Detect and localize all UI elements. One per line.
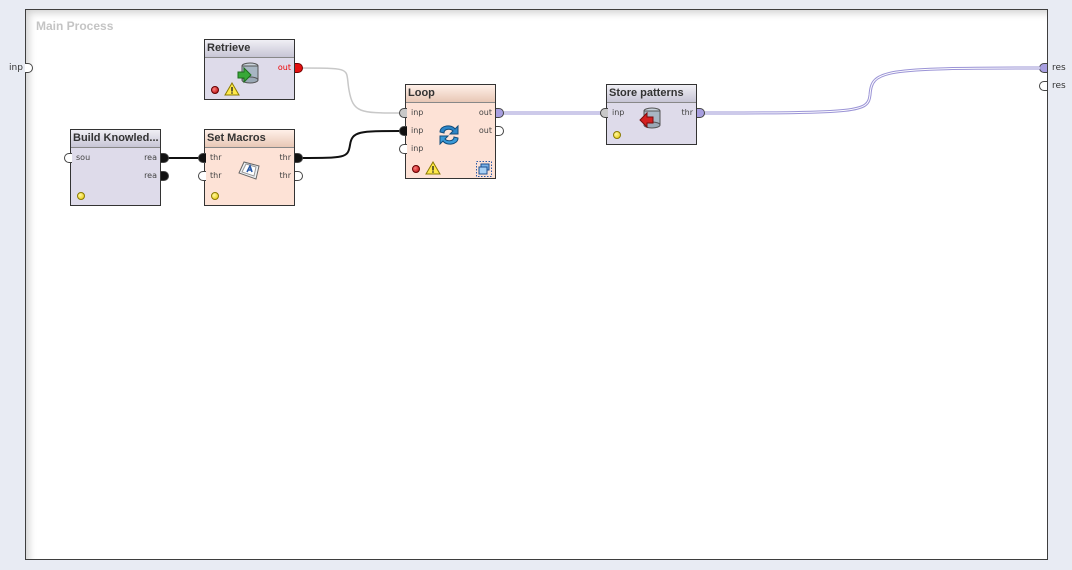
set-macros-thr-in-1-label: thr bbox=[210, 153, 222, 162]
status-error-icon bbox=[211, 86, 219, 94]
loop-inp-1-port[interactable] bbox=[399, 108, 407, 118]
set-macros-thr-out-1-port[interactable] bbox=[295, 153, 303, 163]
database-retrieve-icon bbox=[237, 62, 259, 84]
operator-store-patterns[interactable]: Store patterns inp thr bbox=[606, 84, 697, 145]
process-input-port-label: inp bbox=[9, 63, 23, 73]
operator-loop-title: Loop bbox=[406, 85, 495, 103]
loop-out-1-label: out bbox=[478, 108, 492, 117]
operator-retrieve-title: Retrieve bbox=[205, 40, 294, 58]
loop-inp-3-port[interactable] bbox=[399, 144, 407, 154]
subprocess-icon[interactable] bbox=[476, 161, 492, 177]
retrieve-out-label: out bbox=[277, 63, 291, 72]
status-ok-icon bbox=[211, 192, 219, 200]
store-patterns-inp-port[interactable] bbox=[600, 108, 608, 118]
operator-build-knowledge[interactable]: Build Knowled... sou rea rea bbox=[70, 129, 161, 206]
retrieve-out-port[interactable] bbox=[295, 63, 303, 73]
loop-inp-1-label: inp bbox=[411, 108, 424, 117]
process-output-port-2-label: res bbox=[1052, 81, 1066, 91]
warning-icon[interactable] bbox=[224, 82, 240, 96]
build-knowledge-sou-port[interactable] bbox=[64, 153, 72, 163]
operator-retrieve[interactable]: Retrieve out bbox=[204, 39, 295, 100]
build-knowledge-rea-2-label: rea bbox=[144, 171, 157, 180]
warning-icon[interactable] bbox=[425, 161, 441, 175]
build-knowledge-rea-1-port[interactable] bbox=[161, 153, 169, 163]
set-macros-thr-out-2-label: thr bbox=[279, 171, 292, 180]
build-knowledge-rea-1-label: rea bbox=[144, 153, 157, 162]
status-ok-icon bbox=[77, 192, 85, 200]
process-input-port[interactable] bbox=[25, 63, 33, 73]
operator-set-macros[interactable]: Set Macros thr thr thr thr bbox=[204, 129, 295, 206]
status-ok-icon bbox=[613, 131, 621, 139]
operator-store-patterns-title: Store patterns bbox=[607, 85, 696, 103]
loop-out-2-label: out bbox=[478, 126, 492, 135]
loop-out-2-port[interactable] bbox=[496, 126, 504, 136]
process-output-port-1[interactable] bbox=[1039, 63, 1047, 73]
operator-set-macros-title: Set Macros bbox=[205, 130, 294, 148]
store-patterns-inp-label: inp bbox=[612, 108, 625, 117]
loop-inp-2-port[interactable] bbox=[399, 126, 407, 136]
status-error-icon bbox=[412, 165, 420, 173]
store-patterns-thr-label: thr bbox=[681, 108, 694, 117]
loop-out-1-port[interactable] bbox=[496, 108, 504, 118]
set-macros-thr-out-1-label: thr bbox=[279, 153, 292, 162]
operator-loop[interactable]: Loop inp inp inp out out bbox=[405, 84, 496, 179]
keyboard-key-icon bbox=[238, 161, 260, 180]
build-knowledge-rea-2-port[interactable] bbox=[161, 171, 169, 181]
operator-build-knowledge-title: Build Knowled... bbox=[71, 130, 160, 148]
set-macros-thr-out-2-port[interactable] bbox=[295, 171, 303, 181]
store-patterns-thr-port[interactable] bbox=[697, 108, 705, 118]
database-store-icon bbox=[639, 107, 661, 129]
process-canvas[interactable] bbox=[25, 9, 1048, 560]
process-output-port-2[interactable] bbox=[1039, 81, 1047, 91]
build-knowledge-sou-label: sou bbox=[76, 153, 91, 162]
set-macros-thr-in-2-label: thr bbox=[210, 171, 222, 180]
set-macros-thr-in-2-port[interactable] bbox=[198, 171, 206, 181]
loop-inp-3-label: inp bbox=[411, 144, 424, 153]
canvas-title: Main Process bbox=[36, 19, 114, 33]
process-output-port-1-label: res bbox=[1052, 63, 1066, 73]
loop-arrows-icon bbox=[439, 124, 459, 146]
set-macros-thr-in-1-port[interactable] bbox=[198, 153, 206, 163]
loop-inp-2-label: inp bbox=[411, 126, 424, 135]
